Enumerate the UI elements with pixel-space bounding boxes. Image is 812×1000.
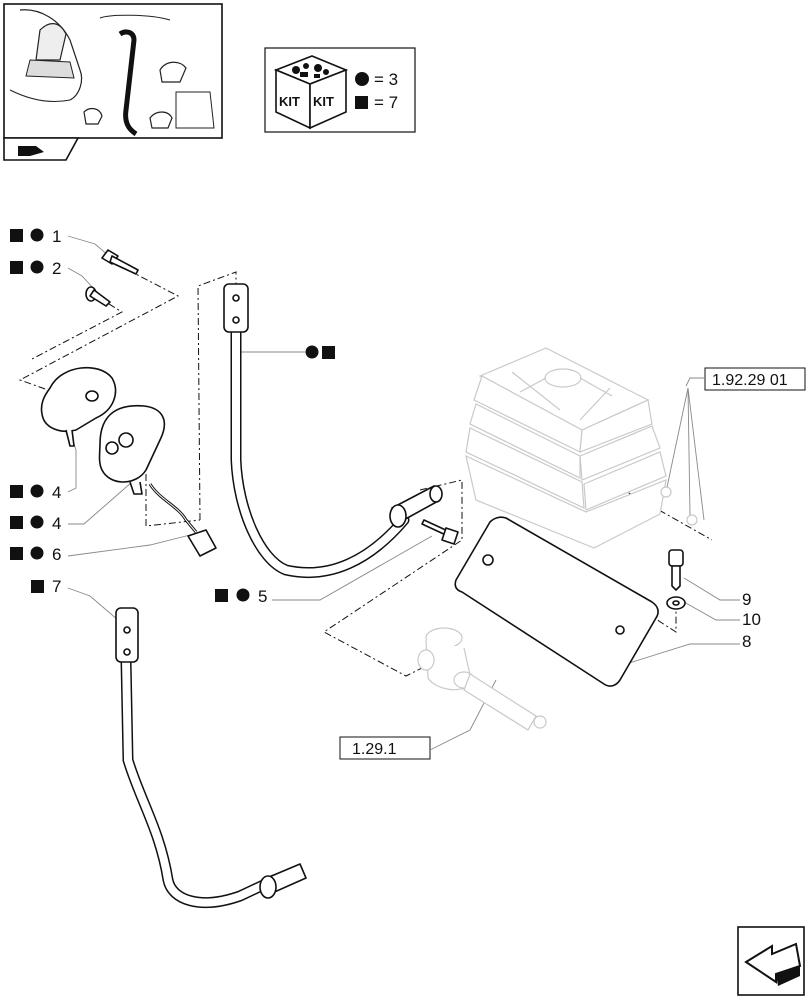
callout-number: 7 bbox=[52, 577, 61, 596]
cable-connector-part-6[interactable] bbox=[148, 483, 217, 557]
callout-1: 1 bbox=[10, 227, 61, 246]
circle-symbol-icon bbox=[355, 72, 369, 86]
circle-symbol-icon bbox=[236, 588, 250, 602]
circle-symbol-icon bbox=[30, 484, 44, 498]
square-symbol-icon bbox=[10, 485, 23, 498]
callout-5: 5 bbox=[215, 587, 267, 606]
square-symbol-icon bbox=[322, 346, 335, 359]
square-symbol-icon bbox=[31, 580, 44, 593]
square-symbol-icon bbox=[10, 229, 23, 242]
callout-4a: 4 bbox=[10, 483, 61, 502]
callout-2: 2 bbox=[10, 259, 61, 278]
knob-upper-part-4[interactable] bbox=[98, 404, 166, 495]
callout-number: 4 bbox=[52, 514, 61, 533]
kit-label-left: KIT bbox=[279, 94, 300, 109]
circle-symbol-icon bbox=[30, 228, 44, 242]
screw-part-2[interactable] bbox=[85, 286, 111, 307]
screw-part-1[interactable] bbox=[101, 249, 139, 275]
next-page-arrow-icon[interactable] bbox=[737, 926, 805, 996]
circle-legend-text: = 3 bbox=[374, 70, 398, 89]
reference-box-boot[interactable]: 1.92.29 01 bbox=[704, 367, 806, 391]
square-symbol-icon bbox=[10, 516, 23, 529]
gear-rod-upper[interactable] bbox=[223, 283, 443, 579]
square-symbol-icon bbox=[10, 261, 23, 274]
callout-number-10: 10 bbox=[742, 610, 761, 629]
gear-rod-part-7[interactable] bbox=[115, 607, 307, 908]
reference-box-lever[interactable]: 1.29.1 bbox=[339, 736, 431, 760]
callout-number-9: 9 bbox=[742, 590, 751, 609]
kit-label-right: KIT bbox=[313, 94, 334, 109]
circle-symbol-icon bbox=[30, 515, 44, 529]
circle-symbol-icon bbox=[30, 260, 44, 274]
callout-7: 7 bbox=[31, 577, 61, 596]
callout-6: 6 bbox=[10, 545, 61, 564]
cover-plate-part-8[interactable] bbox=[454, 516, 659, 687]
callout-number-8: 8 bbox=[742, 632, 751, 651]
square-symbol-icon bbox=[10, 547, 23, 560]
thumbnail-location-view bbox=[3, 3, 223, 139]
screw-part-5[interactable] bbox=[421, 519, 459, 545]
kit-box-icon bbox=[273, 55, 349, 130]
square-legend-text: = 7 bbox=[374, 93, 398, 112]
circle-symbol-icon bbox=[30, 546, 44, 560]
ghost-boot-cover bbox=[465, 347, 698, 549]
callout-number: 1 bbox=[52, 227, 61, 246]
circle-symbol-icon bbox=[305, 345, 319, 359]
ghost-gear-lever bbox=[417, 627, 547, 731]
callout-number: 6 bbox=[52, 545, 61, 564]
callout-rod-kit-symbols bbox=[305, 345, 335, 359]
view-tab-icon bbox=[3, 137, 80, 161]
callout-number: 2 bbox=[52, 259, 61, 278]
screw-part-9[interactable] bbox=[668, 549, 684, 591]
reference-label: 1.92.29 01 bbox=[712, 372, 788, 389]
callout-number: 5 bbox=[258, 587, 267, 606]
washer-part-10[interactable] bbox=[666, 596, 686, 610]
callout-4b: 4 bbox=[10, 514, 61, 533]
square-symbol-icon bbox=[215, 589, 228, 602]
kit-legend-box: KIT KIT = 3 = 7 bbox=[264, 47, 416, 133]
square-symbol-icon bbox=[355, 96, 368, 109]
knob-lower-part-4[interactable] bbox=[40, 366, 117, 447]
callout-number: 4 bbox=[52, 483, 61, 502]
reference-label: 1.29.1 bbox=[352, 741, 397, 758]
